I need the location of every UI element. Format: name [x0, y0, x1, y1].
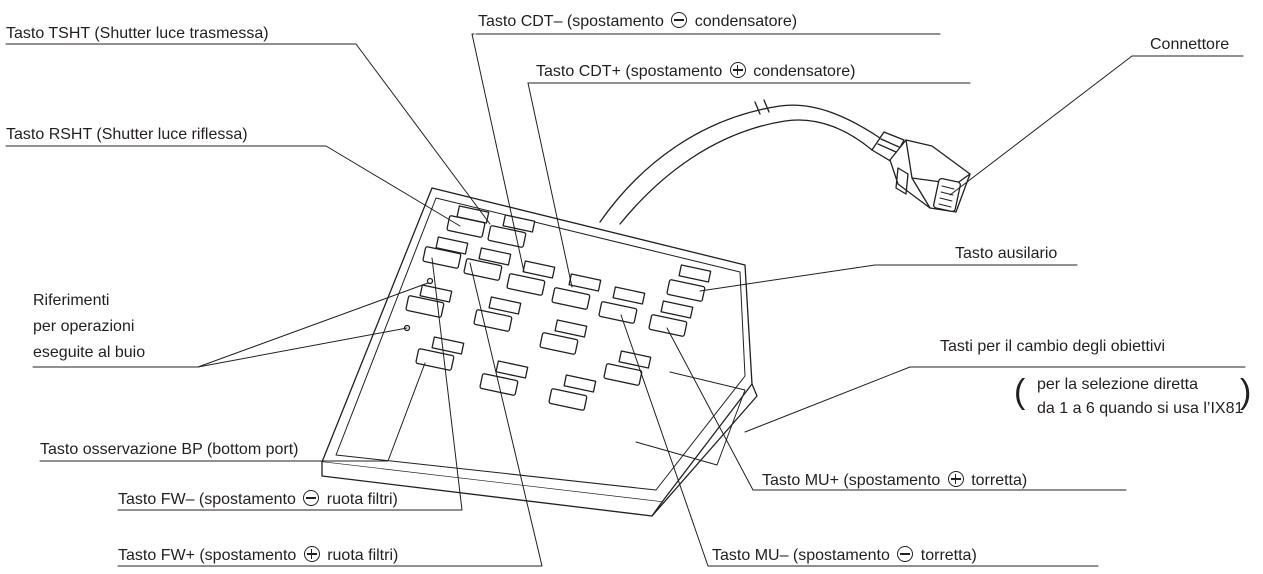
dark-reference-dot-upper — [426, 277, 434, 285]
key-row-4 — [415, 336, 652, 411]
label-objectives-note-line1: per la selezione diretta — [1037, 376, 1198, 393]
label-dark-ref-line2: per operazioni — [33, 318, 135, 335]
plus-circle-icon — [947, 471, 964, 487]
keys — [403, 205, 712, 411]
paren-close: ) — [1240, 373, 1252, 411]
cdt-minus-text: Tasto CDT– (spostamento — [478, 13, 664, 30]
label-connector: Connettore — [1150, 36, 1230, 53]
plus-circle-icon — [303, 546, 320, 562]
label-aux-key: Tasto ausilario — [955, 245, 1058, 262]
key-row-2 — [422, 236, 712, 337]
leader-lines — [5, 33, 1246, 567]
keypad-body — [321, 187, 758, 517]
cable — [599, 99, 881, 225]
connector-plug — [871, 131, 971, 213]
plus-circle-icon — [729, 62, 746, 78]
fw-minus-text: Tasto FW– (spostamento — [118, 491, 296, 508]
label-cdt-minus-key: Tasto CDT– (spostamento condensatore) — [478, 12, 797, 31]
key-row-3 — [405, 284, 588, 355]
label-dark-ref-line1: Riferimenti — [33, 292, 110, 309]
label-cdt-plus-key: Tasto CDT+ (spostamento condensatore) — [536, 62, 856, 81]
label-mu-minus-key: Tasto MU– (spostamento torretta) — [712, 546, 977, 565]
cdt-plus-tail: condensatore) — [753, 63, 856, 80]
mu-plus-text: Tasto MU+ (spostamento — [762, 472, 941, 489]
fw-minus-tail: ruota filtri) — [326, 491, 398, 508]
cdt-plus-text: Tasto CDT+ (spostamento — [536, 63, 723, 80]
label-objectives-note-line2: da 1 a 6 quando si usa l’IX81 — [1037, 400, 1244, 417]
minus-circle-icon — [897, 546, 914, 562]
label-fw-plus-key: Tasto FW+ (spostamento ruota filtri) — [118, 546, 398, 565]
label-tsht-key: Tasto TSHT (Shutter luce trasmessa) — [6, 25, 269, 42]
label-rsht-key: Tasto RSHT (Shutter luce riflessa) — [6, 126, 248, 143]
mu-minus-tail: torretta) — [920, 547, 977, 564]
mu-plus-tail: torretta) — [971, 472, 1028, 489]
label-objective-keys: Tasti per il cambio degli obiettivi — [940, 338, 1165, 355]
label-bp-key: Tasto osservazione BP (bottom port) — [40, 441, 299, 458]
label-mu-plus-key: Tasto MU+ (spostamento torretta) — [762, 471, 1027, 490]
fw-plus-text: Tasto FW+ (spostamento — [118, 547, 297, 564]
label-fw-minus-key: Tasto FW– (spostamento ruota filtri) — [118, 490, 398, 509]
mu-minus-text: Tasto MU– (spostamento — [712, 547, 890, 564]
cdt-minus-tail: condensatore) — [694, 13, 798, 30]
minus-circle-icon — [671, 12, 688, 28]
paren-open: ( — [1014, 373, 1026, 411]
minus-circle-icon — [303, 490, 320, 506]
key-row-1 — [446, 205, 536, 248]
fw-plus-tail: ruota filtri) — [327, 547, 399, 564]
label-dark-ref-line3: eseguite al buio — [33, 344, 146, 361]
